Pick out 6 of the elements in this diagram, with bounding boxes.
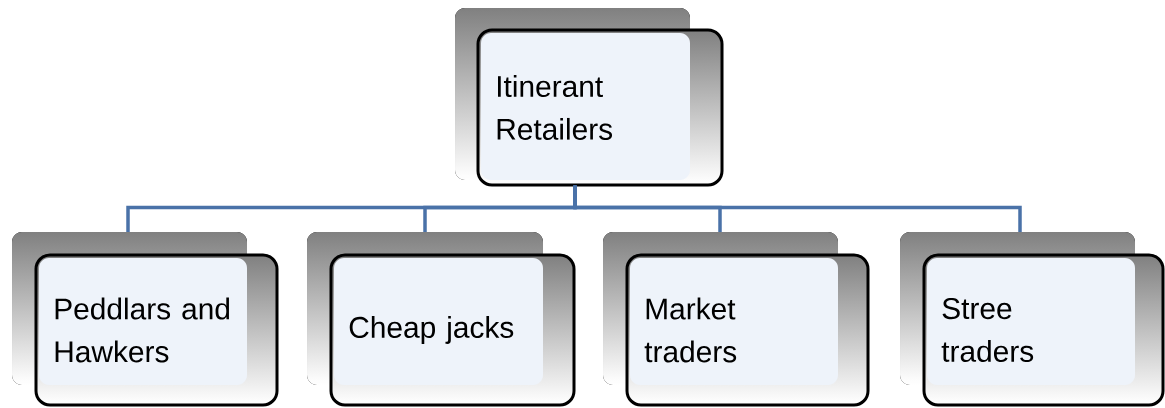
org-box: Peddlars and Hawkers bbox=[12, 232, 279, 407]
org-box: Cheap jacks bbox=[307, 232, 576, 407]
org-box: Stree traders bbox=[900, 232, 1165, 407]
connector-line bbox=[573, 185, 1022, 232]
org-box: Market traders bbox=[603, 232, 870, 407]
org-box: Itinerant Retailers bbox=[455, 8, 724, 187]
